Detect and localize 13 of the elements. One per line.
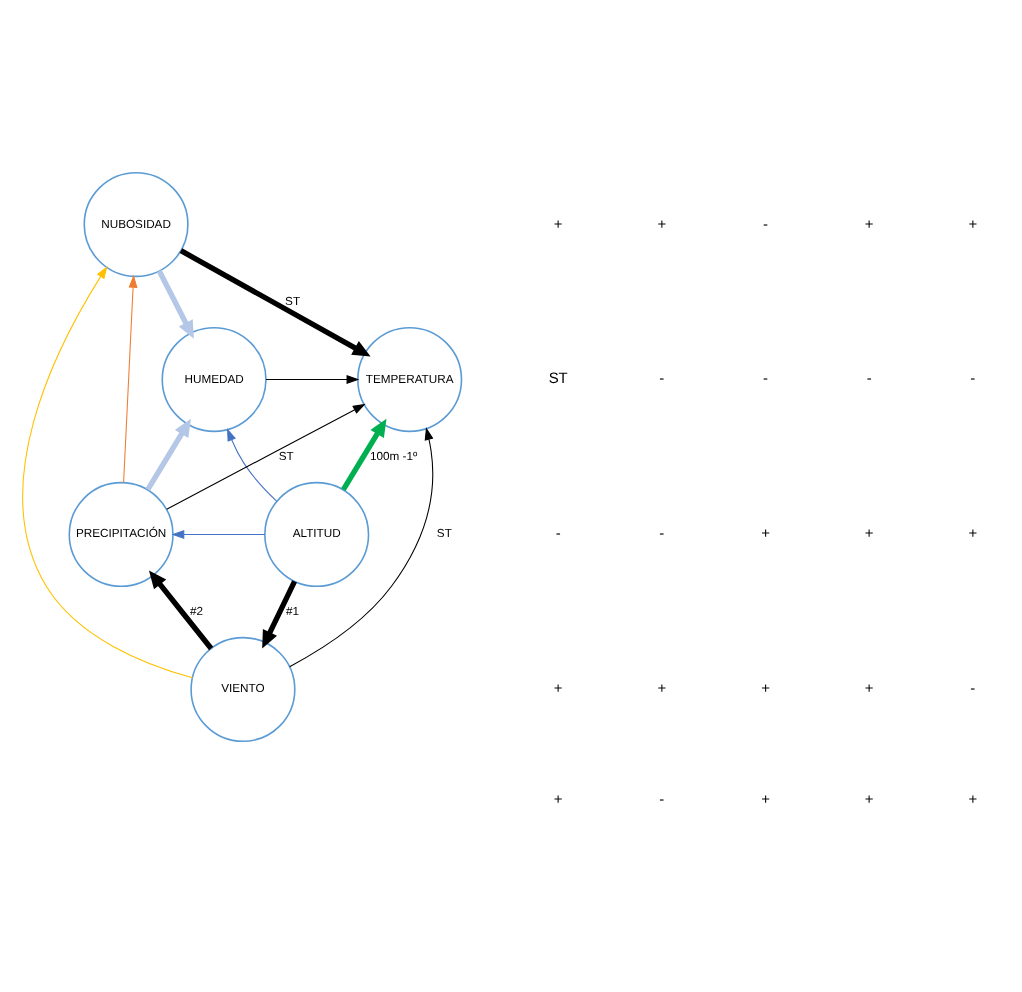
arrow [144, 418, 190, 491]
arrow [264, 375, 359, 384]
arrow [165, 403, 365, 510]
arrow [170, 529, 265, 539]
arrow [226, 428, 277, 502]
arrow [21, 265, 192, 679]
arrow [155, 269, 193, 339]
arrow [148, 570, 213, 651]
arrow [261, 580, 296, 649]
arrow [178, 248, 370, 357]
arrow [340, 418, 386, 491]
arrow [122, 274, 137, 484]
arrow [288, 427, 433, 668]
